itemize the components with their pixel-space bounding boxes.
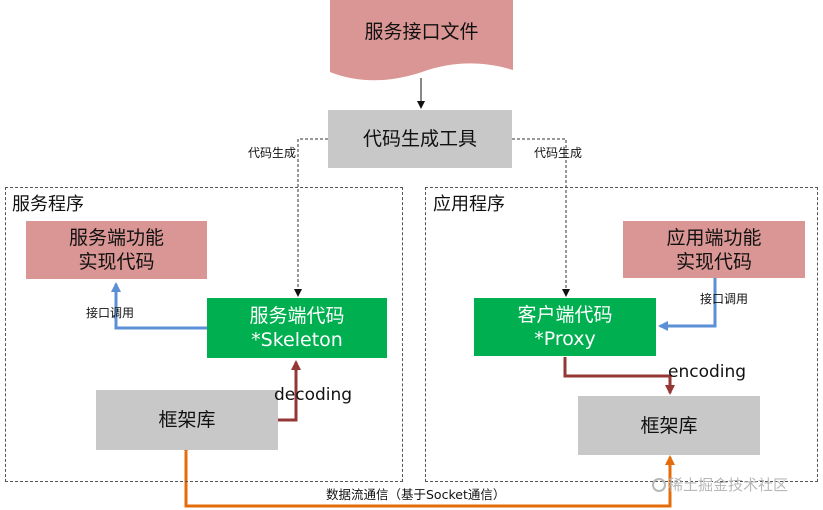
service-file-node [330,0,513,81]
codegen-tool-node: 代码生成工具 [328,110,512,168]
server-skeleton-node: 服务端代码 *Skeleton [207,298,387,358]
server-impl-node: 服务端功能 实现代码 [26,221,207,279]
client-proxy-line1: 客户端代码 [517,304,613,326]
server-skeleton-line1: 服务端代码 [249,305,345,327]
app-impl-line2: 实现代码 [675,250,752,273]
service-file-label: 服务接口文件 [364,21,479,43]
server-program-group [5,187,403,482]
watermark-text: 稀土掘金技术社区 [668,476,789,494]
app-impl-node: 应用端功能 实现代码 [623,221,805,278]
server-skeleton-line2: *Skeleton [251,329,343,351]
client-proxy-node: 客户端代码 *Proxy [474,298,656,356]
socket-label: 数据流通信（基于Socket通信） [326,487,506,502]
app-program-group [425,187,818,482]
client-proxy-line2: *Proxy [534,328,596,350]
iface-call-right-label: 接口调用 [700,292,749,306]
server-impl-line1: 服务端功能 [68,227,164,249]
app-program-title: 应用程序 [433,194,505,215]
iface-call-left-label: 接口调用 [86,306,135,320]
codegen-right-label: 代码生成 [534,146,583,160]
edge-codegen-to-proxy [512,138,570,297]
watermark: 稀土掘金技术社区 [652,474,788,495]
server-framework-node: 框架库 [96,390,278,450]
edge-decoding [278,360,301,422]
at-icon [652,478,666,492]
server-program-title: 服务程序 [12,194,84,215]
server-impl-line2: 实现代码 [78,251,155,273]
encoding-label: encoding [668,362,747,382]
edge-encoding [563,357,675,395]
app-impl-line1: 应用端功能 [666,226,762,249]
edge-codegen-to-skeleton [294,138,328,297]
codegen-left-label: 代码生成 [248,146,297,160]
client-framework-node: 框架库 [578,396,760,455]
edge-app-impl-to-proxy [658,278,717,331]
edge-skeleton-to-impl [111,282,207,330]
decoding-label: decoding [274,385,353,405]
